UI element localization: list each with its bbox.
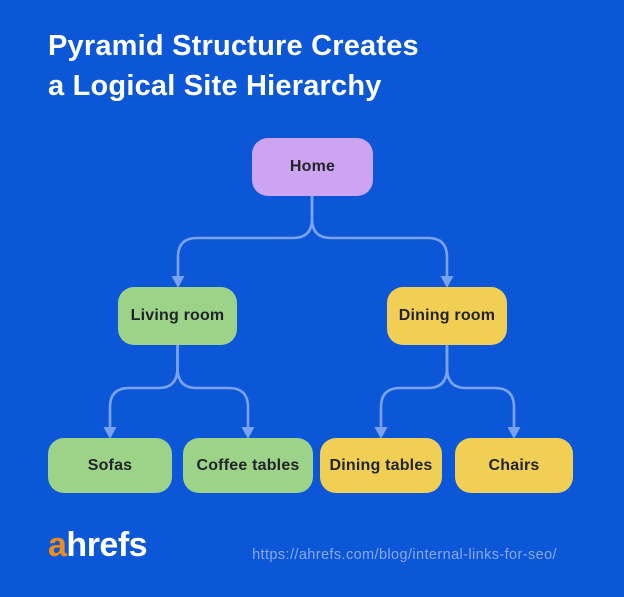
connector-home-living-room	[176, 194, 314, 278]
title-line-1: Pyramid Structure Creates	[48, 30, 419, 62]
connector-living-room-coffee-tables	[176, 344, 250, 428]
node-label: Dining room	[398, 307, 496, 324]
node-label: Dining tables	[329, 456, 433, 474]
source-url: https://ahrefs.com/blog/internal-links-f…	[252, 547, 557, 563]
node-label: Home	[289, 158, 336, 175]
ahrefs-logo: ahrefs	[48, 526, 148, 565]
tree-node-dining-room: Dining room	[387, 287, 507, 345]
node-label: Chairs	[488, 456, 540, 474]
tree-node-coffee-tables: Coffee tables	[183, 438, 313, 493]
ahrefs-logo-a: a	[48, 526, 67, 564]
tree-node-sofas: Sofas	[48, 438, 172, 493]
ahrefs-logo-rest: hrefs	[66, 526, 148, 564]
tree-node-dining-tables: Dining tables	[320, 438, 442, 493]
node-label: Coffee tables	[196, 456, 300, 474]
node-label: Sofas	[87, 456, 133, 474]
tree-node-living-room: Living room	[118, 287, 237, 345]
title-line-2: a Logical Site Hierarchy	[48, 70, 382, 102]
connector-dining-room-chairs	[445, 344, 516, 428]
connector-living-room-sofas	[108, 344, 179, 428]
node-label: Living room	[130, 307, 225, 324]
connector-dining-room-dining-tables	[379, 344, 449, 428]
page-title: Pyramid Structure Creates a Logical Site…	[48, 26, 419, 106]
tree-node-chairs: Chairs	[455, 438, 573, 493]
tree-node-home: Home	[252, 138, 373, 196]
connector-home-dining-room	[310, 194, 449, 278]
